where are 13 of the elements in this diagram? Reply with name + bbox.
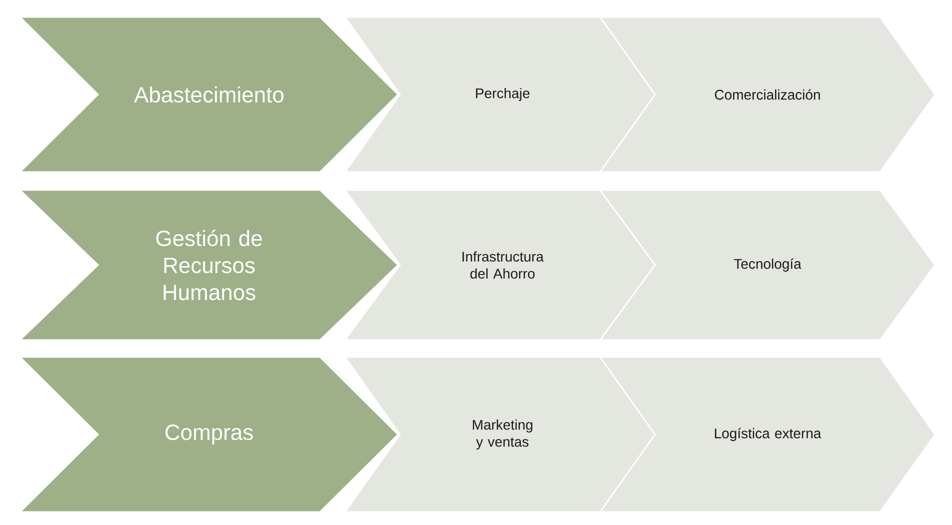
step-box: Comercialización (598, 16, 936, 173)
step-box: Abastecimiento (18, 16, 400, 173)
node-label: Marketing y ventas (472, 419, 532, 450)
step-box: Compras (18, 356, 400, 513)
step-box: Gestión de Recursos Humanos (18, 189, 400, 341)
node-label: Tecnología (734, 258, 802, 272)
step-box: Infrastructura del Ahorro (344, 189, 661, 341)
node-label: Logística externa (714, 428, 822, 442)
step-box: Perchaje (344, 16, 661, 173)
node-label: Comercialización (714, 89, 820, 100)
step-box: Marketing y ventas (344, 356, 661, 513)
step-box: Logística externa (598, 356, 936, 513)
step-box: Tecnología (598, 189, 936, 341)
